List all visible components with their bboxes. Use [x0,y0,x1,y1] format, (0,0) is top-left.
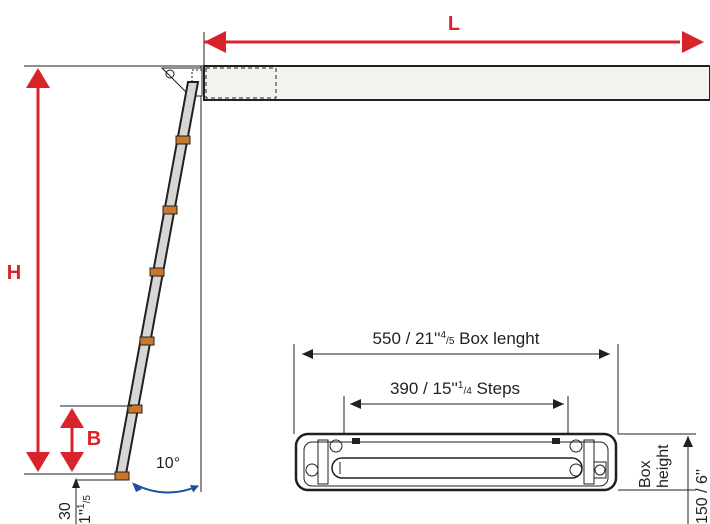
steps-label: 390 / 15''1/4 Steps [390,379,520,398]
ladder [114,67,203,481]
box-detail: 550 / 21''4/5 Box lenght 390 / 15''1/4 S… [293,329,710,524]
box-height-value: 150 / 6'' [694,469,710,524]
ladder-step [175,135,191,145]
ladder-step [127,404,143,414]
bottom-step-label: B [87,428,101,450]
box-height-label-line1: Box [637,460,654,488]
bottom-step-dimension: B [60,405,132,472]
box-step-tube [331,457,583,479]
angle-label: 10° [156,455,180,472]
ladder-step [149,267,165,277]
top-rail [203,65,710,101]
ladder-steps [114,135,191,481]
angle-indicator: 10° [132,455,199,494]
length-dimension: L [203,13,704,66]
length-label: L [448,13,460,35]
height-label: H [7,262,21,284]
box-length-label: 550 / 21''4/5 Box lenght [373,329,540,348]
bottom-gap-mm: 30 [57,502,74,520]
bottom-gap-dimension: 30 1''1/5 [57,478,116,524]
height-dimension: H [7,68,50,472]
ladder-step [162,205,178,215]
box-height-label-line2: height [655,444,672,488]
bottom-gap-inch: 1''1/5 [76,495,94,524]
ladder-step [139,336,155,346]
box-inner [303,441,609,487]
ladder-foot [114,471,130,481]
